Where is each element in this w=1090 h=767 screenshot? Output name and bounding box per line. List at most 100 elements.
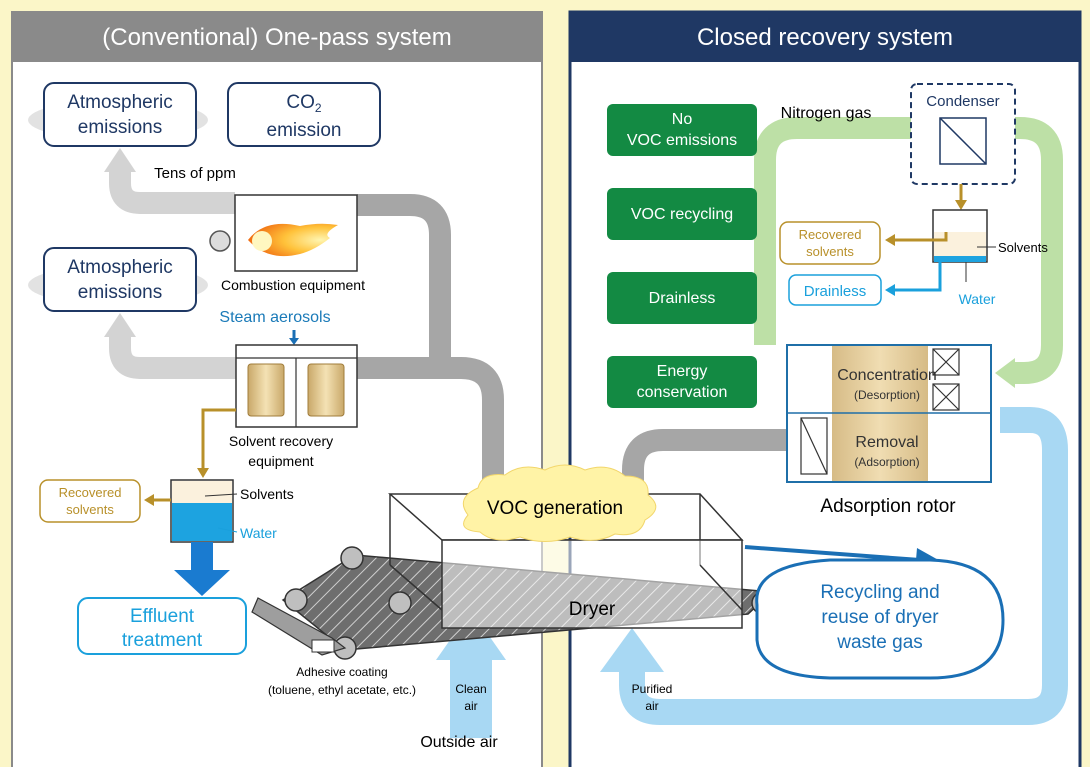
adhesive-coating-line1: Adhesive coating	[296, 665, 387, 679]
co2-emission-label: emission	[267, 120, 342, 141]
conveyor-roller-3	[388, 591, 412, 615]
solvents-pointer-left	[204, 493, 238, 497]
atmospheric-emissions-top-line1: Atmospheric	[67, 92, 173, 113]
effluent-arrow-head	[174, 570, 230, 596]
removal-label: Removal	[855, 434, 918, 451]
water-label-right: Water	[959, 291, 996, 307]
benefit-box-energy-conservation	[607, 356, 757, 408]
dryer-front	[441, 539, 743, 629]
atmospheric-emissions-mid-line2: emissions	[78, 282, 162, 303]
tank-solvents-layer-right	[934, 232, 986, 256]
water-label-left: Water	[240, 525, 277, 541]
steam-arrow-head	[289, 338, 299, 345]
recycling-arrow-shaft	[744, 545, 921, 562]
adsorber-cartridge-2	[307, 363, 345, 417]
nitrogen-loop-pipe	[754, 117, 1063, 384]
nitrogen-loop-arrow	[995, 358, 1015, 388]
flame-core	[252, 231, 272, 251]
purified-air-arrow-head	[600, 628, 664, 672]
water-pointer-left	[217, 527, 238, 533]
clean-air-arrow-shaft	[450, 658, 492, 738]
left-panel-title: (Conventional) One-pass system	[102, 24, 451, 51]
atmospheric-emissions-box-mid	[43, 247, 197, 312]
atmospheric-emissions-top-line2: emissions	[78, 117, 162, 138]
recovered-solvent-pipe	[201, 408, 236, 470]
steam-aerosols-label: Steam aerosols	[219, 309, 330, 326]
flame-icon	[248, 223, 338, 257]
conveyor-roller-2	[340, 546, 364, 570]
dryer-edge-bottom-right	[699, 564, 743, 611]
exhaust-pipe-branch	[357, 194, 451, 368]
benefit-energy-line2: conservation	[637, 384, 728, 401]
desorption-fan-1-cross	[932, 348, 960, 376]
benefit-box-drainless	[607, 272, 757, 324]
benefit-voc-recycling: VOC recycling	[631, 206, 733, 223]
adsorption-rotor-label: Adsorption rotor	[820, 496, 956, 517]
left-panel-header	[12, 12, 542, 62]
drainless-arrow-right	[885, 284, 895, 296]
emission-arrow-mid	[104, 313, 136, 337]
recovered-solvents-right-line2: solvents	[806, 244, 854, 259]
purified-air-return-pipe	[619, 407, 1068, 725]
recovered-solvents-box-right	[779, 221, 881, 265]
co2-emission-box	[227, 82, 381, 147]
recovered-solvents-box-left	[39, 479, 141, 523]
effluent-treatment-line1: Effluent	[130, 606, 195, 627]
co2-label: CO2	[286, 92, 322, 115]
recovered-solvents-right-line1: Recovered	[799, 227, 862, 242]
outside-air-label: Outside air	[420, 734, 498, 751]
purified-air-line2: air	[645, 699, 658, 713]
condenser-drain-arrow	[955, 200, 967, 210]
dryer-label: Dryer	[569, 599, 616, 620]
solvents-label-left: Solvents	[240, 486, 294, 502]
recovered-solvents-pipe-right	[893, 232, 948, 242]
right-panel-header	[570, 12, 1080, 62]
clean-air-line1: Clean	[455, 682, 486, 696]
benefit-box-no-voc-emissions	[607, 104, 757, 156]
adsorption-filter-diagonal	[800, 417, 828, 475]
benefit-no-voc-line1: No	[672, 111, 693, 128]
benefit-box-voc-recycling	[607, 188, 757, 240]
tank-water-layer-right	[934, 256, 986, 262]
recovered-solvents-left-line1: Recovered	[59, 485, 122, 500]
drainless-label-right: Drainless	[804, 283, 867, 300]
right-panel-title: Closed recovery system	[697, 24, 953, 51]
dryer-edge-bottom-left	[389, 564, 443, 611]
atmospheric-emissions-mid-line1: Atmospheric	[67, 257, 173, 278]
recycling-line3: waste gas	[836, 632, 923, 653]
combustion-equipment-label: Combustion equipment	[221, 277, 365, 293]
benefit-no-voc-line2: VOC emissions	[627, 132, 737, 149]
desorption-fan-2-cross	[932, 383, 960, 411]
purified-air-line1: Purified	[632, 682, 673, 696]
adsorber-cartridge-1	[247, 363, 285, 417]
recycling-line1: Recycling and	[820, 582, 939, 603]
condenser-element-diagonal	[939, 117, 987, 165]
drainless-box-right	[788, 274, 882, 306]
recovered-solvent-pipe-arrow	[197, 468, 209, 478]
clean-air-line2: air	[464, 699, 477, 713]
recycling-loop	[755, 558, 1005, 680]
exhaust-pipe-main	[357, 357, 504, 490]
voc-generation-label: VOC generation	[487, 498, 623, 519]
burner-fan-icon	[209, 230, 231, 252]
solvents-label-right: Solvents	[998, 240, 1048, 255]
effluent-treatment-box	[77, 597, 247, 655]
solvent-recovery-label-line2: equipment	[248, 453, 313, 469]
benefit-drainless: Drainless	[649, 290, 716, 307]
nitrogen-gas-label: Nitrogen gas	[781, 105, 872, 122]
desorption-label: (Desorption)	[854, 388, 920, 402]
emission-arrow-top	[104, 148, 136, 172]
applicator-nozzle	[311, 639, 335, 653]
recovered-solvents-arrow-head-left	[144, 494, 154, 506]
voc-cloud	[462, 464, 657, 542]
benefit-energy-line1: Energy	[657, 363, 708, 380]
condenser-label: Condenser	[926, 93, 999, 110]
rotor-inlet-pipe	[622, 429, 790, 510]
recycling-line2: reuse of dryer	[821, 607, 939, 628]
adsorption-label: (Adsorption)	[854, 455, 919, 469]
recovered-solvents-arrow-right	[885, 234, 895, 246]
emission-pipe-mid	[109, 333, 236, 379]
effluent-arrow-shaft	[191, 542, 213, 572]
